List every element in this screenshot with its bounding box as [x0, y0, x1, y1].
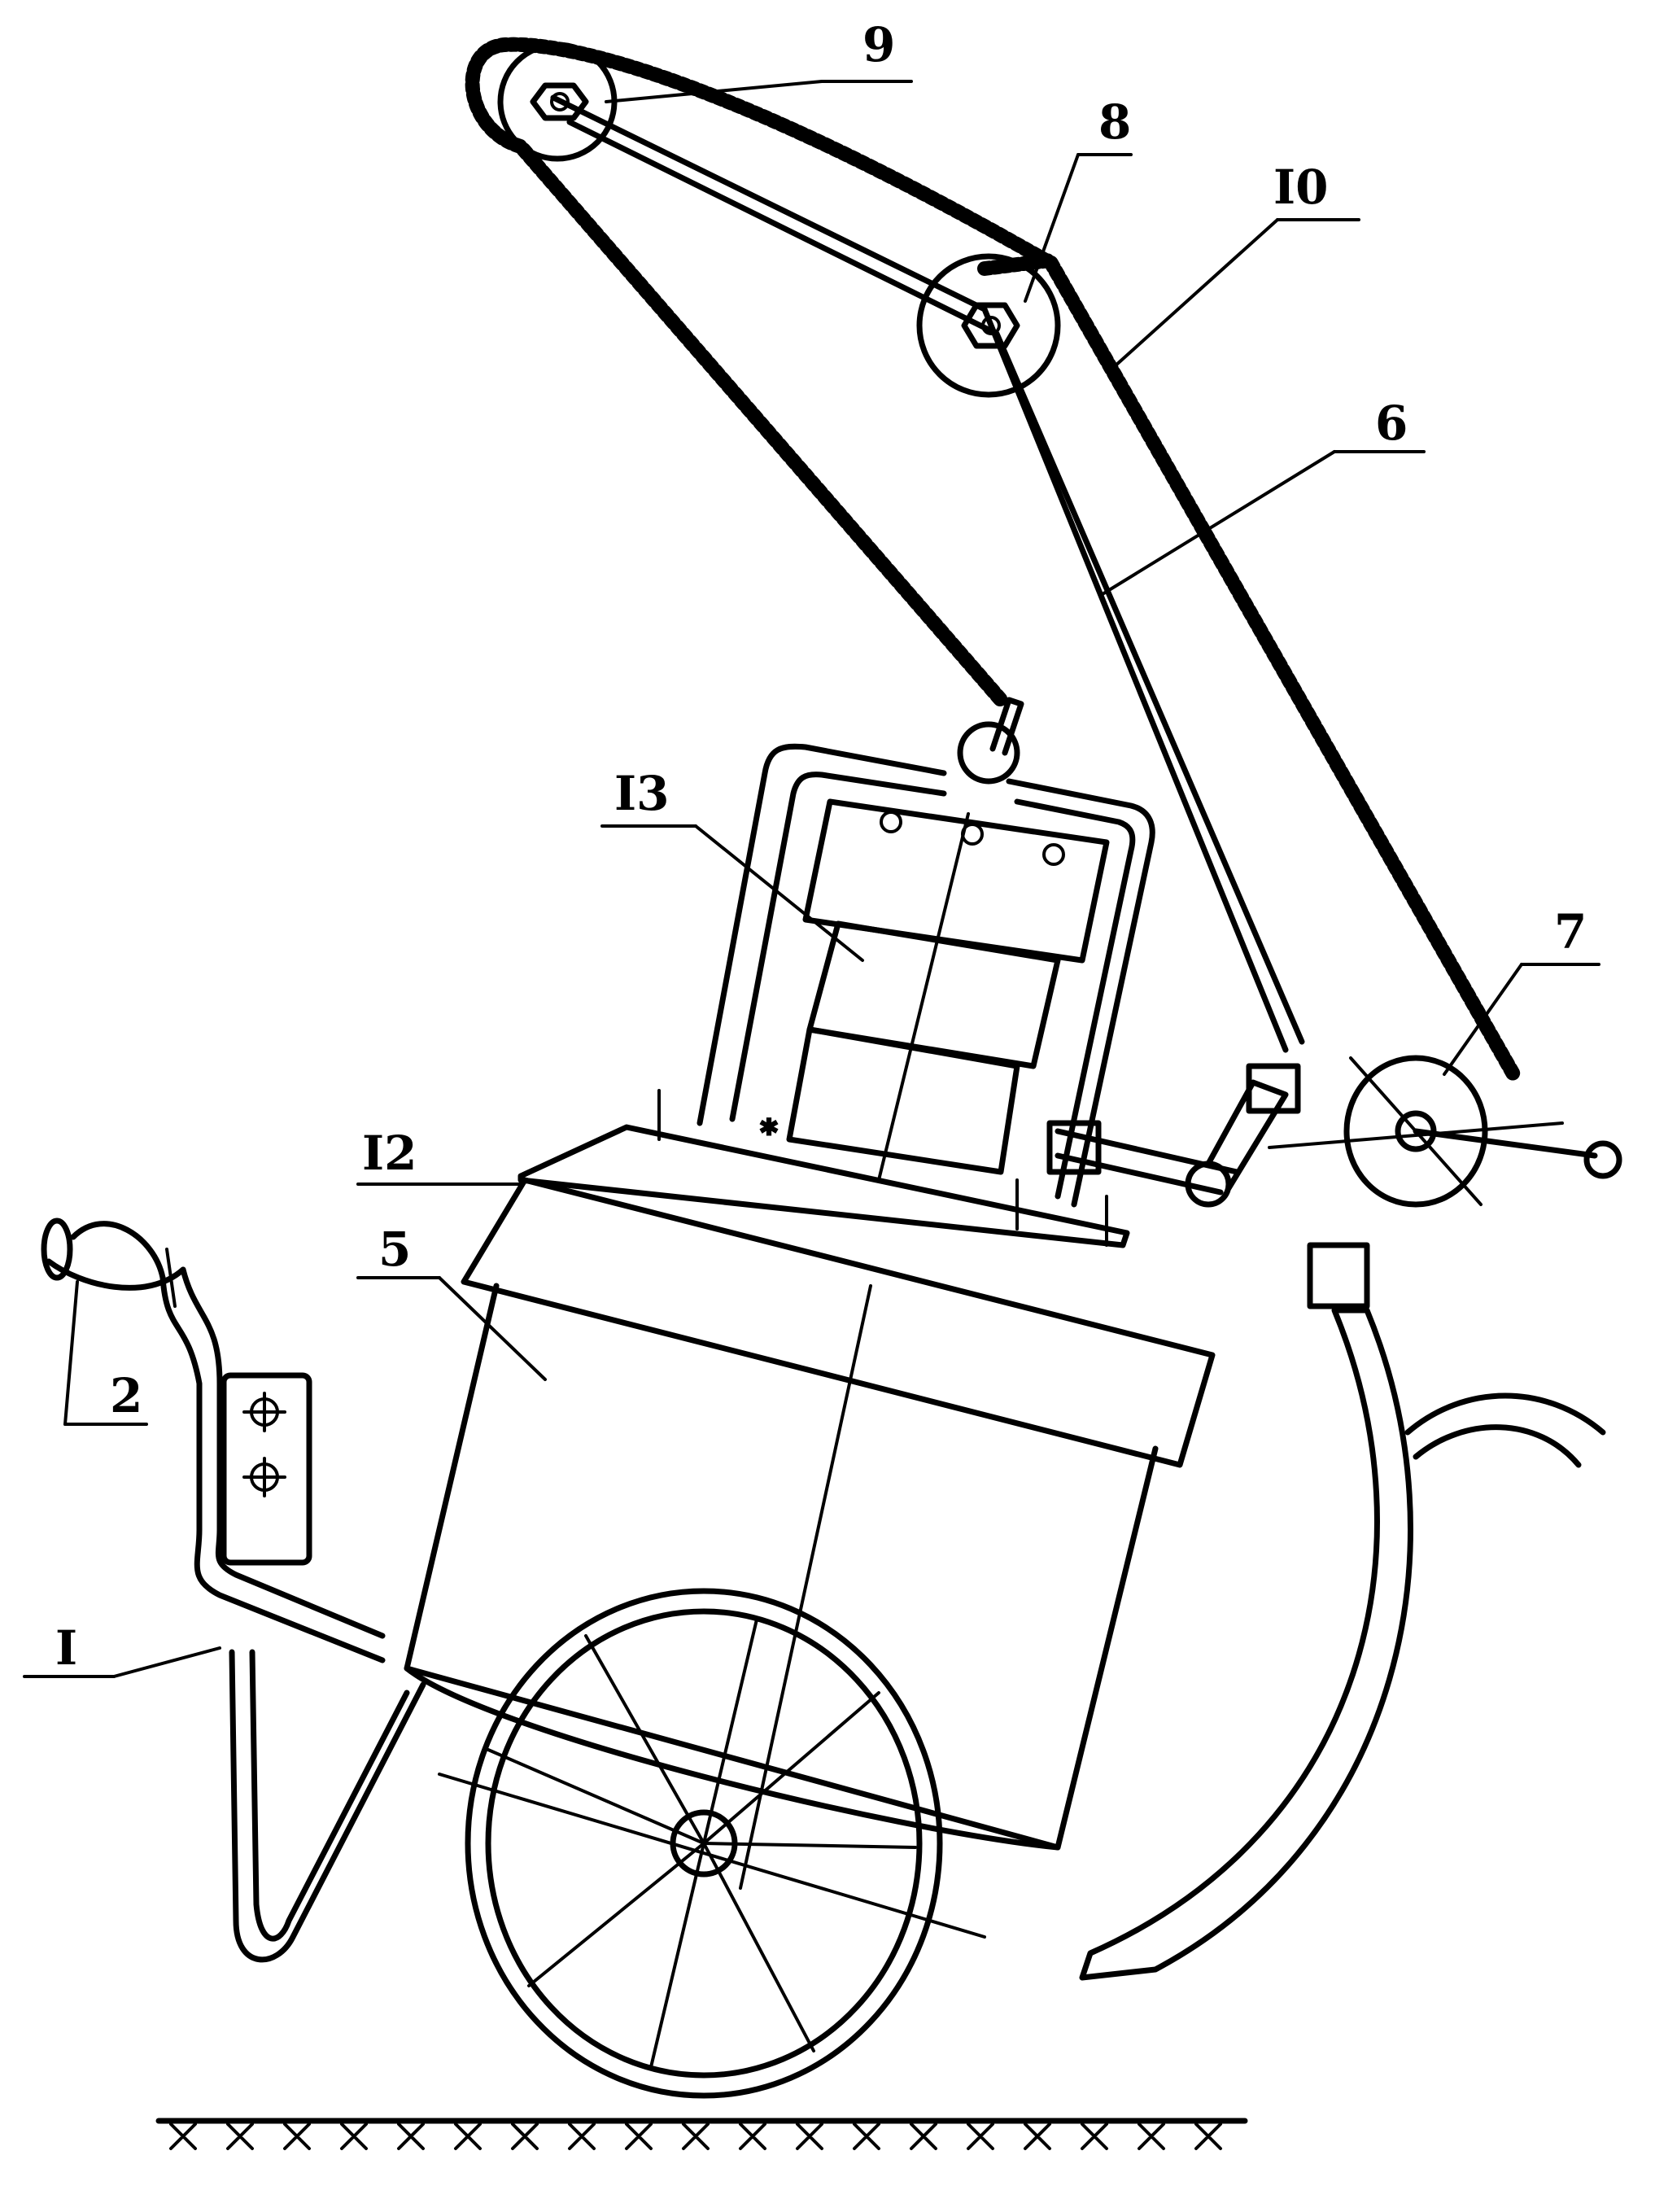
motor-unit — [696, 697, 1155, 1208]
ground-hatching — [155, 2118, 1248, 2150]
part-labels: I 2 5 6 7 8 9 I0 I2 I3 — [23, 17, 1600, 1678]
label-part-13: I3 — [614, 766, 670, 821]
digging-blade — [1079, 1307, 1606, 1981]
lifting-mast — [465, 37, 1521, 1082]
label-part-1: I — [55, 1620, 77, 1676]
container-body — [404, 1177, 1216, 1890]
label-part-2: 2 — [110, 1368, 142, 1423]
handle-frame — [41, 1217, 426, 1963]
cover-plate: * — [517, 1089, 1130, 1248]
wheel — [438, 1588, 986, 2099]
label-part-12: I2 — [362, 1126, 417, 1181]
middle-pulley — [916, 253, 1061, 398]
label-part-10: I0 — [1273, 160, 1329, 215]
svg-text:*: * — [761, 1114, 777, 1152]
label-part-8: 8 — [1098, 94, 1131, 150]
label-part-7: 7 — [1554, 904, 1587, 960]
crank-drive — [1046, 1055, 1622, 1309]
label-part-6: 6 — [1375, 396, 1408, 451]
label-part-9: 9 — [862, 17, 895, 72]
label-part-5: 5 — [378, 1222, 411, 1277]
